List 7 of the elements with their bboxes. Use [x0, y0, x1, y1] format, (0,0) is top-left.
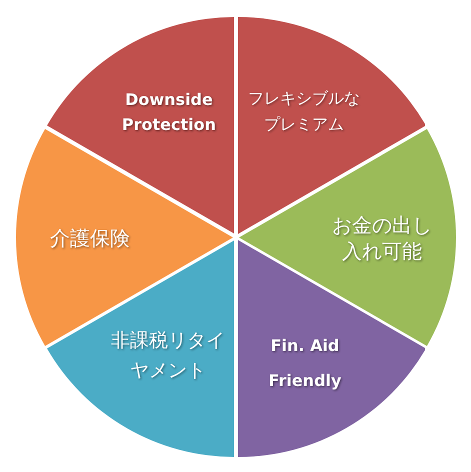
segment-label: Fin. Aid Friendly: [268, 334, 342, 392]
segment-label: 非課税リタイヤメント: [110, 328, 226, 384]
wheel-segment: [238, 240, 426, 457]
segment-label: Downside Protection: [120, 89, 218, 136]
segment-label: フレキシブルなプレミアム: [247, 88, 361, 136]
segment-label: 介護保険: [50, 225, 130, 251]
segment-label: お金の出し入れ可能: [331, 212, 433, 264]
